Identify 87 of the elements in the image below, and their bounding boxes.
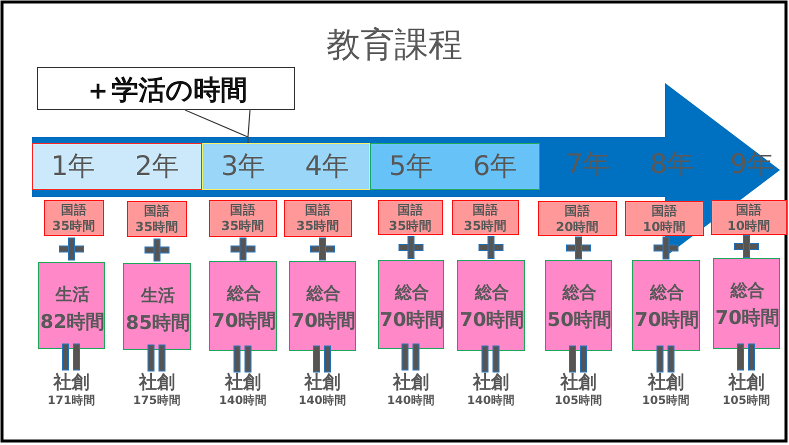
subject-text: 総合 xyxy=(474,282,510,304)
hours-label: 105時間 xyxy=(553,393,604,408)
subject-text: 国語 xyxy=(396,202,424,219)
subject-box xyxy=(127,201,187,237)
grade-label: 9年 xyxy=(730,148,774,182)
hours-label: 171時間 xyxy=(46,393,96,408)
grade-band xyxy=(202,143,370,190)
subject-label: 社創 xyxy=(646,371,685,394)
subject-text: 総合 xyxy=(561,282,598,304)
grade-label: 2年 xyxy=(135,150,180,184)
callout-text: ＋学活の時間 xyxy=(84,74,248,108)
grade-band xyxy=(32,143,202,190)
callout-box xyxy=(37,67,295,110)
grade-label: 8年 xyxy=(650,148,694,182)
subject-text: 70時間 xyxy=(378,308,446,333)
subject-text: 国語 xyxy=(650,203,678,220)
subject-label: 社創 xyxy=(727,371,766,394)
subject-label: 社創 xyxy=(559,371,598,394)
subject-text: 総合 xyxy=(226,283,262,305)
grade-label: 3年 xyxy=(221,150,266,184)
subject-text: 82時間 xyxy=(39,310,106,335)
subject-box xyxy=(378,200,443,235)
hours-label: 140時間 xyxy=(297,393,348,408)
subject-label: 社創 xyxy=(303,371,342,394)
subject-text: 総合 xyxy=(305,283,342,305)
subject-box xyxy=(38,262,105,349)
grade-label: 4年 xyxy=(305,150,350,184)
subject-box xyxy=(625,201,704,236)
hours-label: 140時間 xyxy=(466,393,516,408)
subject-text: 総合 xyxy=(648,282,685,304)
subject-box xyxy=(289,261,356,351)
subject-label: 社創 xyxy=(392,371,430,394)
subject-text: 生活 xyxy=(140,285,176,307)
hours-label: 140時間 xyxy=(386,393,436,408)
subject-text: 35時間 xyxy=(51,218,97,235)
title: 教育課程 xyxy=(326,24,464,67)
subject-text: 50時間 xyxy=(546,308,613,333)
subject-text: 70時間 xyxy=(290,309,357,334)
subject-text: 国語 xyxy=(229,202,257,219)
subject-label: 社創 xyxy=(138,371,176,394)
subject-box xyxy=(378,260,444,349)
subject-text: 20時間 xyxy=(554,219,600,236)
subject-box xyxy=(545,260,612,351)
subject-text: 35時間 xyxy=(134,219,180,236)
subject-text: 総合 xyxy=(729,280,766,302)
subject-label: 社創 xyxy=(52,371,90,394)
subject-box xyxy=(209,200,277,237)
subject-box xyxy=(452,200,519,235)
subject-text: 35時間 xyxy=(388,218,434,235)
grade-label: 6年 xyxy=(473,150,518,184)
subject-box xyxy=(632,260,700,351)
subject-text: 70時間 xyxy=(634,308,700,333)
subject-text: 70時間 xyxy=(210,309,278,334)
hours-label: 175時間 xyxy=(132,393,182,408)
subject-text: 国語 xyxy=(564,203,592,220)
subject-label: 社創 xyxy=(224,371,262,394)
grade-label: 5年 xyxy=(389,150,434,184)
hours-label: 105時間 xyxy=(721,393,772,408)
subject-box xyxy=(713,258,780,349)
grade-label: 1年 xyxy=(51,150,96,184)
subject-box xyxy=(123,263,191,350)
subject-box xyxy=(44,200,104,236)
subject-text: 10時間 xyxy=(726,218,772,235)
subject-text: 35時間 xyxy=(295,218,341,235)
subject-text: 35時間 xyxy=(220,218,266,235)
grade-label: 7年 xyxy=(566,148,610,182)
subject-text: 国語 xyxy=(304,202,332,219)
hours-label: 140時間 xyxy=(218,393,268,408)
subject-text: 国語 xyxy=(143,203,171,220)
subject-text: 生活 xyxy=(54,284,90,306)
subject-box xyxy=(538,201,617,236)
hours-label: 105時間 xyxy=(640,393,691,408)
subject-text: 10時間 xyxy=(642,219,688,236)
grade-band xyxy=(370,143,540,190)
subject-text: 70時間 xyxy=(458,308,526,333)
subject-label: 社創 xyxy=(472,371,510,394)
subject-text: 70時間 xyxy=(714,306,781,331)
subject-text: 国語 xyxy=(60,202,88,219)
subject-box xyxy=(711,200,787,235)
subject-text: 35時間 xyxy=(462,218,508,235)
subject-text: 国語 xyxy=(472,202,500,219)
subject-text: 85時間 xyxy=(124,311,192,336)
subject-text: 国語 xyxy=(735,202,763,219)
subject-box xyxy=(284,200,352,237)
subject-box xyxy=(209,261,277,351)
subject-box xyxy=(457,260,525,351)
subject-text: 総合 xyxy=(394,282,430,304)
